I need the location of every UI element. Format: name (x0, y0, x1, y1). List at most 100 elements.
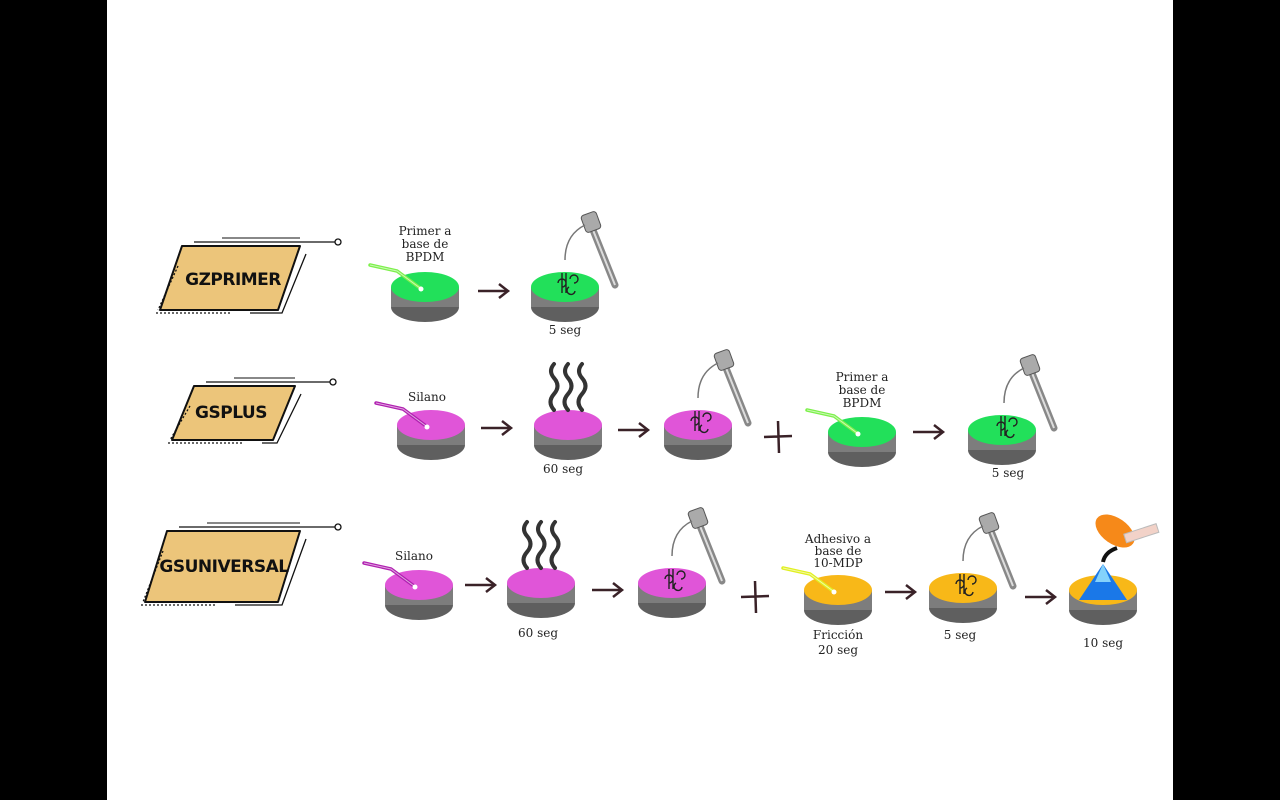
wave (576, 362, 588, 412)
arrow-icon (592, 582, 625, 598)
label-time: 5 seg (549, 323, 582, 337)
label-primer-1: Primer a (399, 224, 452, 238)
air-swirl (996, 416, 1018, 439)
sample-disc (507, 568, 575, 618)
label-primer-3: BPDM (843, 396, 882, 410)
arrow-head (612, 582, 625, 598)
label-time: 5 seg (944, 628, 977, 642)
applicator-brush-icon (781, 566, 837, 595)
applicator-tip (418, 286, 424, 292)
arrow-icon (465, 577, 498, 593)
arrow-icon (913, 424, 946, 440)
protocol-diagram: GZPRIMER Primer a base de BPDM 5 seg GSP… (141, 211, 1160, 657)
label-friccion-2: 20 seg (818, 643, 858, 657)
label-time: 60 seg (518, 626, 558, 640)
disc-top (531, 272, 599, 302)
syringe-head (713, 349, 735, 371)
applicator-brush-icon (374, 401, 430, 430)
applicator-highlight (782, 567, 834, 592)
sample-disc (385, 570, 453, 620)
disc-top (638, 568, 706, 598)
plus-icon (763, 420, 793, 454)
sample-disc (534, 410, 602, 460)
applicator-brush-icon (805, 408, 861, 437)
disc-top (664, 410, 732, 440)
arrow-icon (1025, 589, 1058, 605)
disc-top (397, 410, 465, 440)
badge-connector-dot (334, 238, 342, 246)
label-silano: Silano (408, 390, 446, 404)
air-syringe-icon (690, 349, 752, 434)
evaporation-waves-icon (521, 520, 561, 570)
sample-disc (397, 410, 465, 460)
label-silano: Silano (395, 549, 433, 563)
air-swirl (690, 411, 712, 434)
arrow-icon (478, 283, 511, 299)
syringe-highlight (592, 229, 616, 286)
syringe-head (1019, 354, 1041, 376)
badge-dotted-line (157, 265, 179, 311)
badge-outline (235, 538, 307, 606)
syringe-head (580, 211, 602, 233)
air-syringe-icon (955, 512, 1017, 597)
arrow-head (933, 424, 946, 440)
arrow-head (501, 420, 514, 436)
label-primer-3: BPDM (406, 250, 445, 264)
disc-top (507, 568, 575, 598)
plus-stroke (740, 580, 770, 614)
curing-light-icon (1079, 514, 1160, 600)
arrow-head (638, 422, 651, 438)
applicator-brush-icon (362, 561, 418, 590)
badge-dotted-line (169, 405, 191, 441)
label-primer-2: base de (839, 383, 886, 397)
badge-label-gsuniversal: GSUNIVERSAL (159, 557, 289, 577)
wave (548, 362, 560, 412)
sample-disc (929, 573, 997, 623)
label-time: 60 seg (543, 462, 583, 476)
label-time: 5 seg (992, 466, 1025, 480)
applicator-tip (855, 431, 861, 437)
disc-top (391, 272, 459, 302)
arrow-head (905, 584, 918, 600)
air-syringe-icon (557, 211, 619, 296)
sample-disc (664, 410, 732, 460)
disc-top (534, 410, 602, 440)
sample-disc (391, 272, 459, 322)
badge-label-gzprimer: GZPRIMER (185, 270, 281, 290)
light-wand (1123, 523, 1160, 544)
wave (521, 520, 533, 570)
syringe-nozzle (564, 224, 586, 261)
applicator-highlight (363, 562, 415, 587)
disc-top (828, 417, 896, 447)
syringe-highlight (1031, 372, 1055, 429)
badge-label-gsplus: GSPLUS (195, 403, 267, 423)
wave (549, 520, 561, 570)
syringe-nozzle (697, 362, 719, 399)
syringe-highlight (990, 530, 1014, 587)
diagram-canvas: GZPRIMER Primer a base de BPDM 5 seg GSP… (107, 0, 1173, 800)
applicator-highlight (369, 264, 421, 289)
badge-dotted-line (142, 550, 164, 603)
label-primer-1: Primer a (836, 370, 889, 384)
applicator-highlight (375, 402, 427, 427)
syringe-head (687, 507, 709, 529)
plus-stroke (763, 420, 793, 454)
badge-connector-dot (334, 523, 342, 531)
syringe-nozzle (962, 525, 984, 562)
arrow-icon (885, 584, 918, 600)
sample-disc (531, 272, 599, 322)
arrow-icon (618, 422, 651, 438)
syringe-nozzle (1003, 367, 1025, 404)
disc-top (929, 573, 997, 603)
wave (535, 520, 547, 570)
applicator-tip (831, 589, 837, 595)
badge (141, 522, 342, 606)
disc-top (385, 570, 453, 600)
label-adhesivo-1: Adhesivo a (804, 532, 871, 546)
label-primer-2: base de (402, 237, 449, 251)
syringe-head (978, 512, 1000, 534)
arrow-head (498, 283, 511, 299)
label-adhesivo-2: base de (815, 544, 862, 558)
syringe-highlight (699, 525, 723, 582)
